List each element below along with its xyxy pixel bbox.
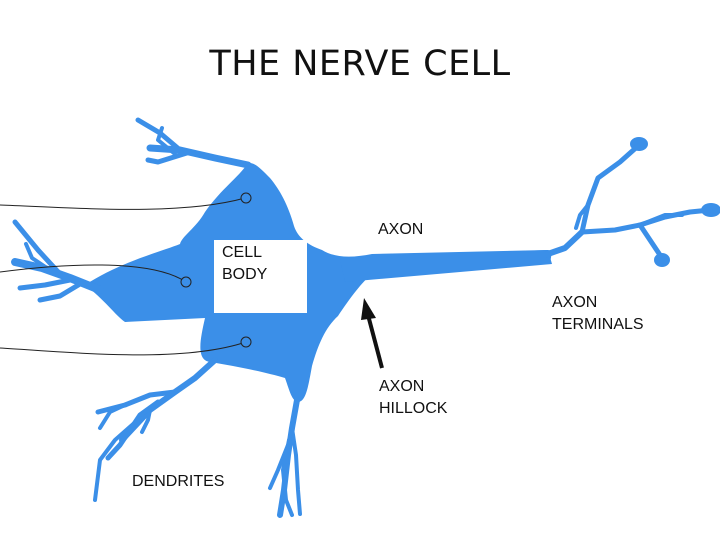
dendrite-branch: [12, 219, 63, 277]
cell-body-label-box: [214, 240, 307, 313]
dendrite-branch: [37, 281, 83, 303]
branches: [11, 117, 713, 518]
cell-body-label-line1: CELL: [222, 244, 263, 261]
dendrite-branch: [98, 403, 127, 430]
leader-line: [0, 341, 247, 356]
cell-body-label: CELL BODY: [222, 242, 267, 286]
axon-shape: [340, 250, 552, 282]
dendrite-branch: [145, 149, 193, 165]
axon-terminal-branch: [637, 222, 665, 261]
leader-lines: [0, 197, 247, 356]
dendrite-branch: [290, 426, 302, 516]
dendrite-branch: [93, 416, 142, 502]
axon-terminals-label-line1: AXON: [552, 294, 598, 311]
axon-terminals-label-line2: TERMINALS: [552, 316, 644, 333]
dendrite-branch: [17, 277, 73, 291]
leader-dot: [240, 336, 252, 348]
dendrites-label: DENDRITES: [132, 473, 225, 490]
axon-terminal-branch: [638, 213, 684, 227]
axon-hillock-arrow: [361, 298, 384, 369]
cell-body-shape: [85, 162, 552, 402]
dendrite-branch: [156, 126, 177, 156]
axon-label: AXON: [378, 221, 424, 238]
leader-line: [0, 264, 187, 283]
axon-hillock-label: AXON HILLOCK: [379, 376, 447, 420]
leader-line: [0, 197, 246, 210]
dendrite-branch: [105, 399, 161, 461]
axon-terminal-branch: [542, 229, 585, 258]
dendrite-branch: [146, 144, 252, 169]
page-title: THE NERVE CELL: [209, 44, 511, 84]
neuron: [85, 137, 720, 402]
axon-hillock-label-line2: HILLOCK: [379, 400, 448, 417]
dendrite-branch: [24, 242, 52, 272]
axon-hillock-label-line1: AXON: [379, 378, 425, 395]
leader-dots: [180, 192, 252, 348]
dendrite-branch: [95, 389, 178, 415]
axon-terminal-branch: [574, 203, 590, 230]
dendrite-branch: [281, 438, 294, 517]
axon-terminals-label: AXON TERMINALS: [552, 292, 644, 336]
cell-body-label-line2: BODY: [222, 266, 268, 283]
leader-dot: [240, 192, 252, 204]
axon-terminal-branch: [579, 143, 641, 235]
leader-dot: [180, 276, 192, 288]
dendrite-branch: [140, 408, 152, 434]
